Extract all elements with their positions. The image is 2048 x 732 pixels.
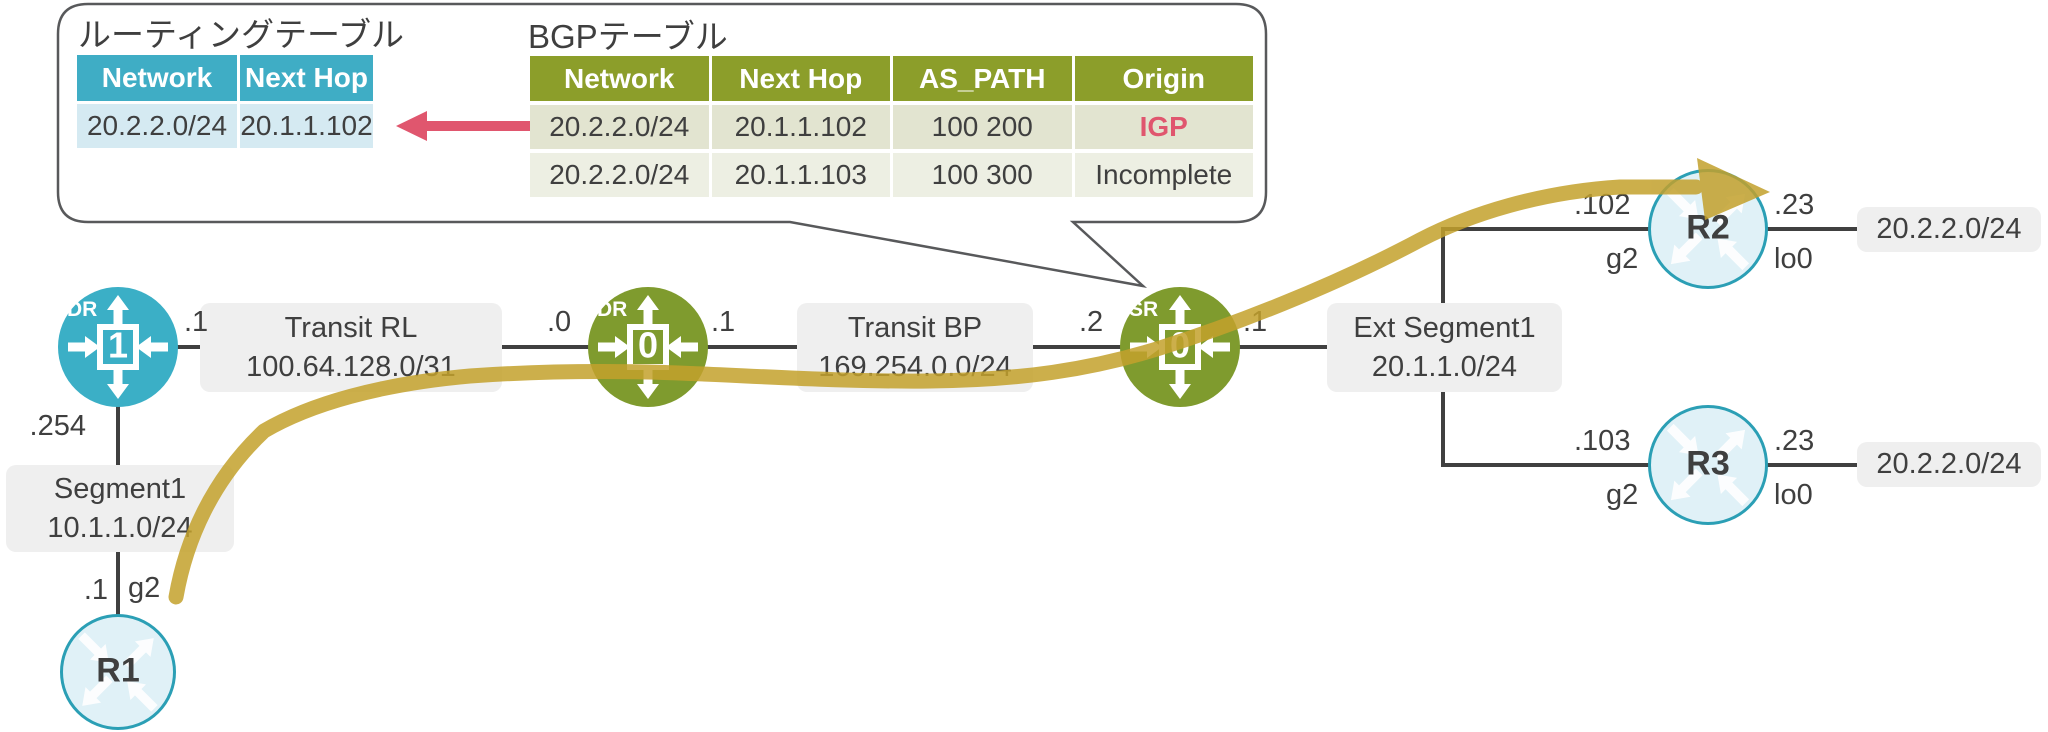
iface-r2-left-top: .102 (1574, 189, 1631, 221)
iface-r3-right-top: .23 (1774, 425, 1815, 457)
router-label: R3 (1686, 444, 1730, 483)
iface-sr0-left: .2 (1079, 306, 1104, 338)
segment-subnet: 20.2.2.0/24 (1876, 448, 2022, 481)
router-dr0: DR 0 (588, 287, 708, 407)
routing-table-header: Next Hop (240, 55, 373, 101)
router-sr0: SR 0 (1120, 287, 1240, 407)
bgp-table-title: BGPテーブル (528, 18, 728, 55)
router-id: 0 (1169, 324, 1191, 366)
iface-r2-left-bottom: g2 (1606, 243, 1639, 275)
bgp-table-cell: 20.2.2.0/24 (530, 105, 709, 149)
segment-name: Ext Segment1 (1353, 312, 1536, 345)
routing-table-cell: 20.2.2.0/24 (77, 104, 237, 148)
router-role-badge: DR (67, 298, 98, 321)
bgp-table-cell: Incomplete (1074, 153, 1253, 197)
bgp-table-header: Next Hop (711, 56, 890, 101)
bgp-table-cell: 20.2.2.0/24 (530, 153, 709, 197)
iface-r3-left-top: .103 (1574, 425, 1631, 457)
router-r2: R2 (1648, 169, 1768, 289)
segment-box-transit-rl: Transit RL 100.64.128.0/31 (200, 303, 502, 392)
iface-r1-left: .1 (83, 574, 108, 606)
routing-table-cell: 20.1.1.102 (240, 104, 373, 148)
bgp-table-header: Origin (1074, 56, 1253, 101)
bgp-table-header: AS_PATH (893, 56, 1072, 101)
iface-dr1-down: .254 (29, 410, 86, 442)
iface-dr0-right: .1 (711, 306, 736, 338)
router-dr1: DR 1 (58, 287, 178, 407)
router-id: 1 (107, 324, 129, 366)
segment-name: Transit RL (284, 312, 418, 345)
bgp-table: Network Next Hop AS_PATH Origin 20.2.2.0… (530, 56, 1253, 197)
segment-subnet: 10.1.1.0/24 (47, 511, 193, 544)
segment-box-ext-segment1: Ext Segment1 20.1.1.0/24 (1327, 303, 1562, 392)
router-label: R1 (96, 651, 140, 690)
router-r3: R3 (1648, 405, 1768, 525)
iface-sr0-right: .1 (1243, 306, 1268, 338)
routing-table-title: ルーティングテーブル (78, 16, 405, 53)
segment-box-segment1: Segment1 10.1.1.0/24 (6, 465, 234, 552)
router-label: R2 (1686, 208, 1730, 247)
bgp-table-cell: 20.1.1.102 (711, 105, 890, 149)
segment-box-transit-bp: Transit BP 169.254.0.0/24 (797, 303, 1033, 392)
segment-box-r3-network: 20.2.2.0/24 (1857, 442, 2041, 487)
segment-subnet: 100.64.128.0/31 (246, 350, 456, 383)
bgp-table-cell: 20.1.1.103 (711, 153, 890, 197)
router-r1: R1 (60, 614, 176, 730)
router-arrows-icon (78, 632, 158, 712)
segment-subnet: 20.1.1.0/24 (1371, 350, 1518, 383)
iface-r1-port: g2 (128, 572, 161, 604)
router-role-badge: DR (597, 298, 628, 321)
segment-box-r2-network: 20.2.2.0/24 (1857, 207, 2041, 252)
routing-table: Network Next Hop 20.2.2.0/24 20.1.1.102 (77, 55, 373, 148)
route-install-arrow (396, 111, 530, 141)
segment-name: Transit BP (847, 312, 983, 345)
bgp-table-header: Network (530, 56, 709, 101)
segment-subnet: 169.254.0.0/24 (818, 350, 1012, 383)
routing-table-header: Network (77, 55, 237, 101)
router-id: 0 (637, 324, 659, 366)
router-role-badge: SR (1129, 298, 1159, 321)
iface-r3-right-bottom: lo0 (1774, 479, 1813, 511)
segment-name: Segment1 (53, 473, 187, 506)
iface-r3-left-bottom: g2 (1606, 479, 1639, 511)
bgp-table-cell: 100 300 (893, 153, 1072, 197)
bgp-table-cell-origin-igp: IGP (1074, 105, 1253, 149)
iface-dr1-right: .1 (184, 306, 209, 338)
segment-subnet: 20.2.2.0/24 (1876, 213, 2022, 246)
bgp-table-cell: 100 200 (893, 105, 1072, 149)
iface-dr0-left: .0 (547, 306, 572, 338)
iface-r2-right-top: .23 (1774, 189, 1815, 221)
iface-r2-right-bottom: lo0 (1774, 243, 1813, 275)
